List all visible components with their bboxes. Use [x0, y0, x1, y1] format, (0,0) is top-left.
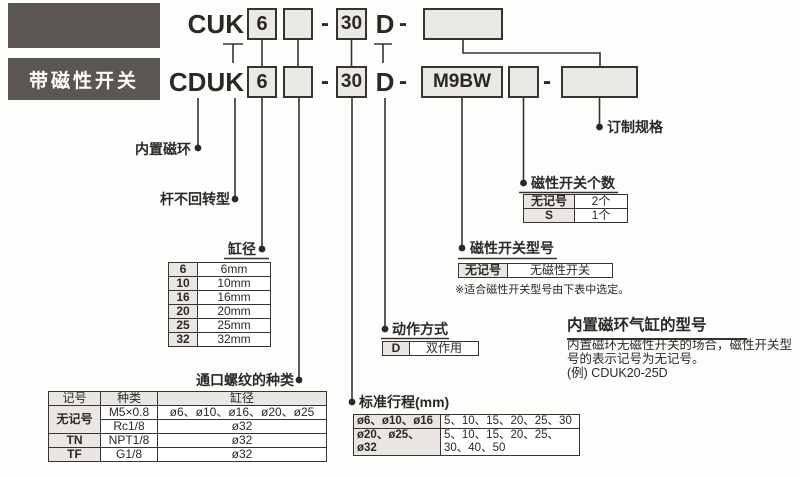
table-row: 无记号 无磁性开关 — [458, 263, 613, 278]
side-note-line1: 内置磁环无磁性开关的场合，磁性开关型 — [567, 338, 793, 352]
label-action: 动作方式 — [392, 321, 448, 337]
bore-code-box-row2: 6 — [247, 66, 277, 98]
stroke-table: ø6、ø10、ø16 5、10、15、20、25、30 ø20、ø25、ø32 … — [353, 414, 580, 456]
switch-qty-table: 无记号 2个 S 1个 — [523, 194, 628, 223]
table-row: 无记号 2个 — [523, 194, 628, 209]
dash: - — [321, 10, 329, 37]
side-note-line2: 号的表示记号为无记号。 — [567, 352, 705, 366]
model-prefix-cduk: CDUK — [168, 67, 244, 97]
bore-code-box-row1: 6 — [247, 8, 277, 40]
made-to-order-box-row1 — [423, 8, 503, 40]
table-row: TF G1/8 ø32 — [48, 447, 327, 462]
action-code-row1: D — [375, 9, 395, 39]
switch-model-note: ※适合磁性开关型号由下表中选定。 — [455, 284, 630, 296]
side-note-example: (例) CDUK20-25D — [567, 366, 668, 380]
switch-model-table: 无记号 无磁性开关 — [458, 263, 613, 278]
label-stroke: 标准行程(mm) — [359, 394, 450, 410]
table-row: S 1个 — [523, 208, 628, 223]
label-switch-qty: 磁性开关个数 — [531, 175, 615, 191]
table-row: ø20、ø25、ø32 5、10、15、20、25、30、40、50 — [353, 428, 580, 456]
thread-code-box-row1 — [283, 8, 313, 40]
table-row: TN NPT1/8 ø32 — [48, 433, 327, 448]
dash: - — [321, 68, 329, 95]
table-row: Rc1/8 ø32 — [49, 419, 327, 434]
table-row: D 双作用 — [382, 341, 479, 356]
label-bore: 缸径 — [228, 241, 256, 257]
side-note-title: 内置磁环气缸的型号 — [567, 313, 747, 340]
made-to-order-box-row2 — [561, 66, 638, 98]
label-switch-model: 磁性开关型号 — [470, 240, 554, 256]
switch-qty-box — [508, 66, 539, 98]
dash: - — [399, 68, 407, 95]
series-header-box — [8, 3, 160, 48]
dash: - — [399, 10, 407, 37]
table-row: ø6、ø10、ø16 5、10、15、20、25、30 — [353, 414, 580, 429]
label-non-rotating-rod: 杆不回转型 — [160, 191, 230, 207]
thread-code-box-row2 — [283, 66, 313, 98]
action-code-row2: D — [375, 67, 395, 97]
action-table: D 双作用 — [382, 341, 479, 356]
table-row: 记号 种类 缸径 — [48, 391, 327, 406]
port-thread-table: 记号 种类 缸径 无记号 M5×0.8 ø6、ø10、ø16、ø20、ø25 R… — [48, 391, 327, 462]
stroke-code-box-row2: 30 — [336, 66, 367, 98]
model-prefix-cuk: CUK — [187, 9, 244, 39]
dash: - — [543, 68, 551, 95]
with-switch-header-box: 带磁性开关 — [8, 58, 160, 100]
stroke-code-box-row1: 30 — [336, 8, 367, 40]
switch-model-box: M9BW — [421, 66, 503, 98]
table-row: 无记号 M5×0.8 ø6、ø10、ø16、ø20、ø25 — [48, 405, 327, 434]
label-port-thread: 通口螺纹的种类 — [196, 372, 294, 388]
label-built-in-magnet: 内置磁环 — [135, 141, 191, 157]
label-made-to-order: 订制规格 — [607, 119, 663, 135]
